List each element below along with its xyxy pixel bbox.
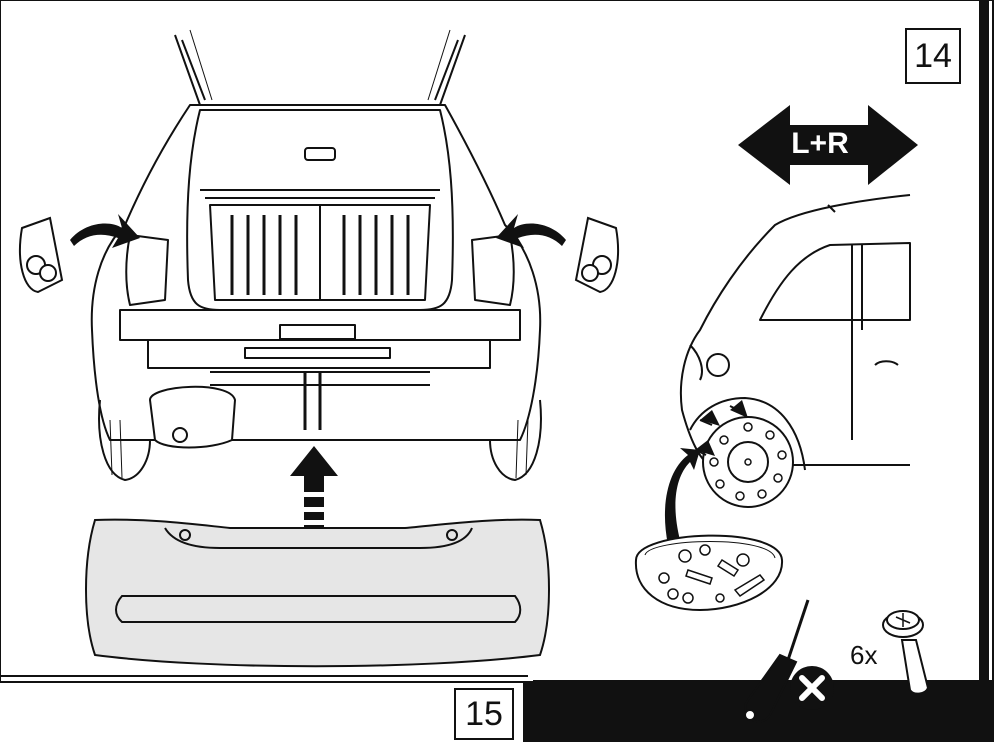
tray-to-wheel-arrow: [664, 448, 700, 545]
removal-arrow-left: [70, 214, 140, 248]
parts-tray: [634, 534, 784, 612]
side-indicator-label: L+R: [791, 127, 849, 160]
tail-light-right: [574, 216, 620, 294]
step-number-current-text: 14: [914, 37, 952, 75]
car-side-view: [679, 194, 911, 508]
screw-location-arrows: [695, 400, 748, 456]
tail-light-left: [18, 216, 64, 294]
fastener-quantity-label: 6x: [850, 640, 878, 670]
screwdriver-icon: [744, 599, 810, 723]
car-rear-view: [90, 29, 542, 481]
step-number-current: 14: [905, 28, 961, 84]
removal-arrow-right: [496, 214, 566, 248]
double-headed-arrow-icon: [738, 105, 918, 185]
no-tool-cross-icon: [790, 666, 834, 710]
step-number-next: 15: [454, 688, 514, 740]
rear-bumper: [85, 518, 550, 668]
step-number-next-text: 15: [465, 695, 503, 733]
screw-icon: [882, 610, 930, 695]
